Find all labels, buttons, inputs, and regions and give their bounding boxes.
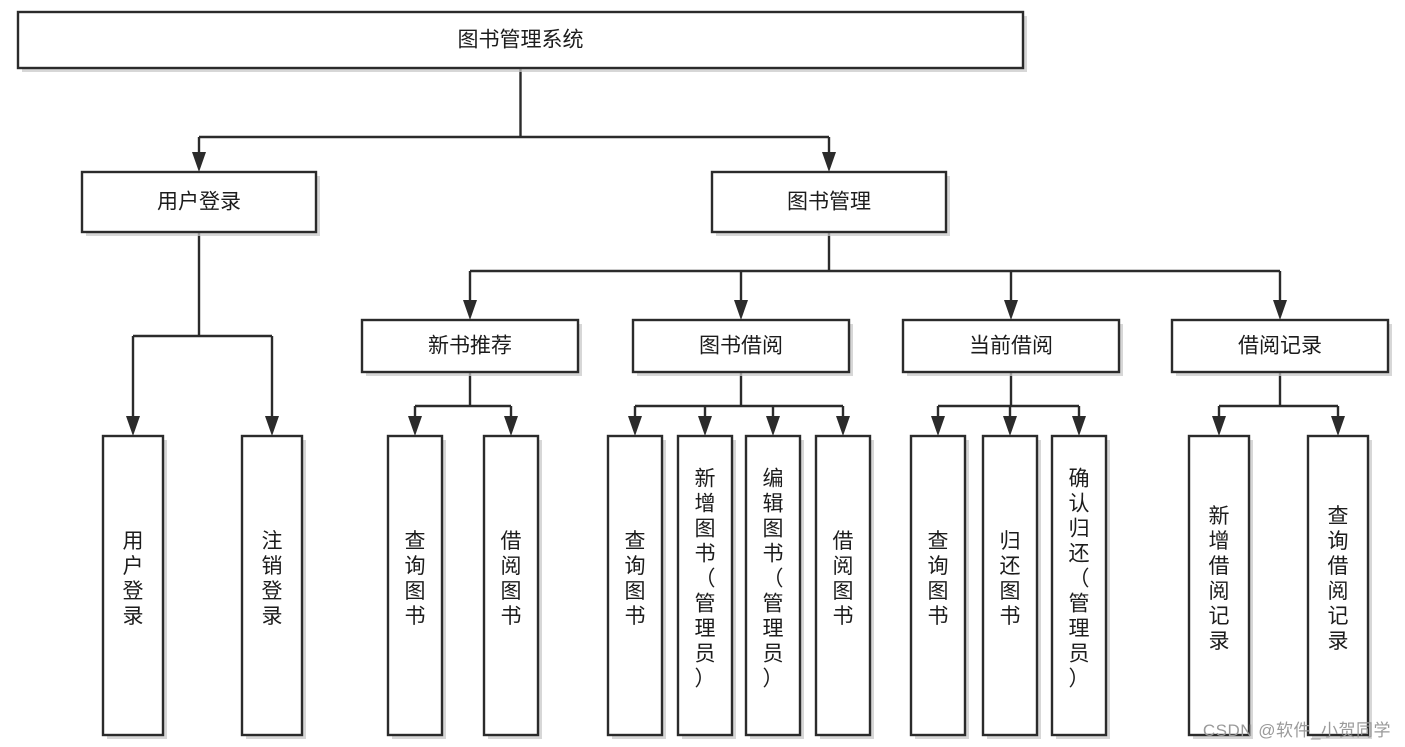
node-book-manage[interactable]: 图书管理: [710, 170, 950, 236]
connector-arrowhead: [192, 152, 206, 172]
node-rect[interactable]: [101, 434, 165, 737]
node-rect[interactable]: [901, 318, 1121, 374]
node-label: 确认归还（管理员）: [1069, 468, 1090, 691]
connector-arrowhead: [504, 416, 518, 436]
connector-arrowhead: [1004, 300, 1018, 320]
connector-arrowhead: [408, 416, 422, 436]
node-label: 归还图书: [1000, 530, 1021, 628]
node-leaf-logout[interactable]: 注销登录: [240, 434, 306, 739]
node-leaf-borrow-book-2[interactable]: 借阅图书: [814, 434, 874, 739]
node-rect[interactable]: [80, 170, 318, 234]
node-leaf-confirm-return[interactable]: 确认归还（管理员）: [1050, 434, 1110, 739]
connector-arrowhead: [836, 416, 850, 436]
node-rect[interactable]: [710, 170, 948, 234]
node-layer: 图书管理系统用户登录图书管理新书推荐图书借阅当前借阅借阅记录用户登录注销登录查询…: [16, 10, 1392, 739]
node-rect[interactable]: [386, 434, 444, 737]
node-label: 查询图书: [625, 530, 646, 628]
node-label: 借阅记录: [1238, 335, 1322, 358]
node-label: 查询图书: [928, 530, 949, 628]
node-rect[interactable]: [814, 434, 872, 737]
node-label: 新增图书（管理员）: [695, 468, 716, 691]
node-current-borrow[interactable]: 当前借阅: [901, 318, 1123, 376]
node-rect[interactable]: [744, 434, 802, 737]
node-leaf-query-book-1[interactable]: 查询图书: [386, 434, 446, 739]
node-label: 当前借阅: [969, 335, 1053, 358]
connector-arrowhead: [1072, 416, 1086, 436]
node-leaf-user-login[interactable]: 用户登录: [101, 434, 167, 739]
node-label: 查询借阅记录: [1328, 505, 1349, 653]
node-rect[interactable]: [240, 434, 304, 737]
node-rect[interactable]: [1187, 434, 1251, 737]
node-new-book-rec[interactable]: 新书推荐: [360, 318, 582, 376]
connector-arrowhead: [1273, 300, 1287, 320]
node-label: 图书借阅: [699, 335, 783, 358]
node-user-login[interactable]: 用户登录: [80, 170, 320, 236]
node-rect[interactable]: [631, 318, 851, 374]
connector-arrowhead: [126, 416, 140, 436]
node-label: 新书推荐: [428, 335, 512, 358]
node-borrow-record[interactable]: 借阅记录: [1170, 318, 1392, 376]
node-root[interactable]: 图书管理系统: [16, 10, 1027, 72]
node-label: 查询图书: [405, 530, 426, 628]
node-rect[interactable]: [676, 434, 734, 737]
node-rect[interactable]: [16, 10, 1025, 70]
node-label: 图书管理: [787, 191, 871, 214]
node-leaf-borrow-book-1[interactable]: 借阅图书: [482, 434, 542, 739]
connector-arrowhead: [463, 300, 477, 320]
node-leaf-return-book[interactable]: 归还图书: [981, 434, 1041, 739]
node-label: 图书管理系统: [458, 29, 584, 52]
node-label: 新增借阅记录: [1209, 505, 1230, 653]
node-rect[interactable]: [981, 434, 1039, 737]
connector-arrowhead: [265, 416, 279, 436]
node-leaf-query-book-2[interactable]: 查询图书: [606, 434, 666, 739]
node-leaf-query-record[interactable]: 查询借阅记录: [1306, 434, 1372, 739]
connector-layer: [126, 68, 1345, 436]
node-rect[interactable]: [909, 434, 967, 737]
node-label: 用户登录: [157, 191, 241, 214]
connector-arrowhead: [698, 416, 712, 436]
node-leaf-edit-book[interactable]: 编辑图书（管理员）: [744, 434, 804, 739]
node-rect[interactable]: [1170, 318, 1390, 374]
node-rect[interactable]: [606, 434, 664, 737]
connector-arrowhead: [931, 416, 945, 436]
connector-arrowhead: [766, 416, 780, 436]
csdn-watermark: CSDN @软件_小贺同学: [1202, 721, 1391, 740]
node-rect[interactable]: [482, 434, 540, 737]
node-label: 编辑图书（管理员）: [763, 468, 784, 691]
connector-arrowhead: [734, 300, 748, 320]
node-book-borrow[interactable]: 图书借阅: [631, 318, 853, 376]
node-label: 注销登录: [262, 530, 283, 628]
node-leaf-add-book[interactable]: 新增图书（管理员）: [676, 434, 736, 739]
connector-arrowhead: [1003, 416, 1017, 436]
node-leaf-add-record[interactable]: 新增借阅记录: [1187, 434, 1253, 739]
node-rect[interactable]: [1050, 434, 1108, 737]
node-leaf-query-book-3[interactable]: 查询图书: [909, 434, 969, 739]
connector-arrowhead: [822, 152, 836, 172]
node-rect[interactable]: [1306, 434, 1370, 737]
connector-arrowhead: [628, 416, 642, 436]
connector-arrowhead: [1331, 416, 1345, 436]
node-label: 用户登录: [123, 530, 144, 628]
node-label: 借阅图书: [501, 530, 522, 628]
connector-arrowhead: [1212, 416, 1226, 436]
node-rect[interactable]: [360, 318, 580, 374]
node-label: 借阅图书: [833, 530, 854, 628]
